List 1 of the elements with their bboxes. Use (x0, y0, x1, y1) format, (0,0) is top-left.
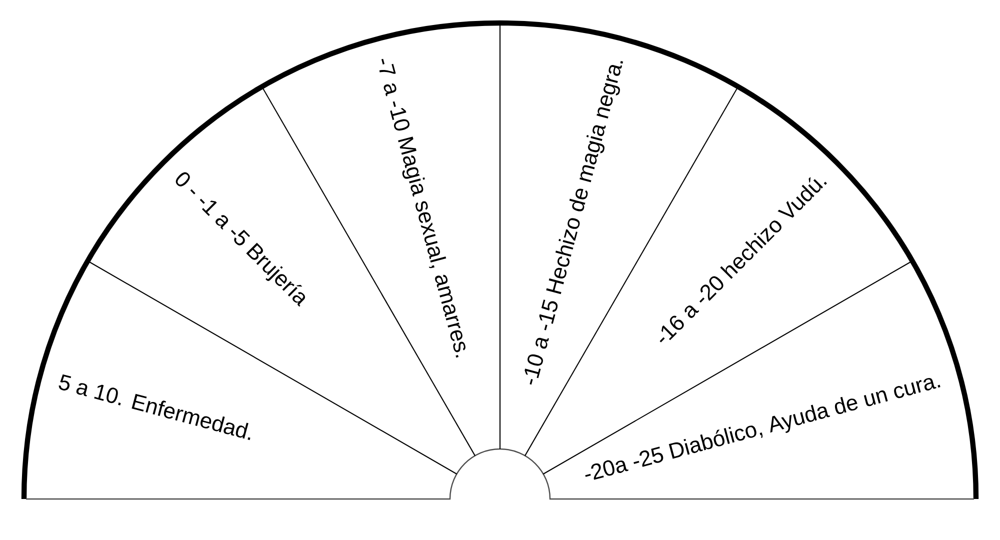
sector-label: -7 a -10 Magia sexual, amarres. (379, 58, 466, 358)
